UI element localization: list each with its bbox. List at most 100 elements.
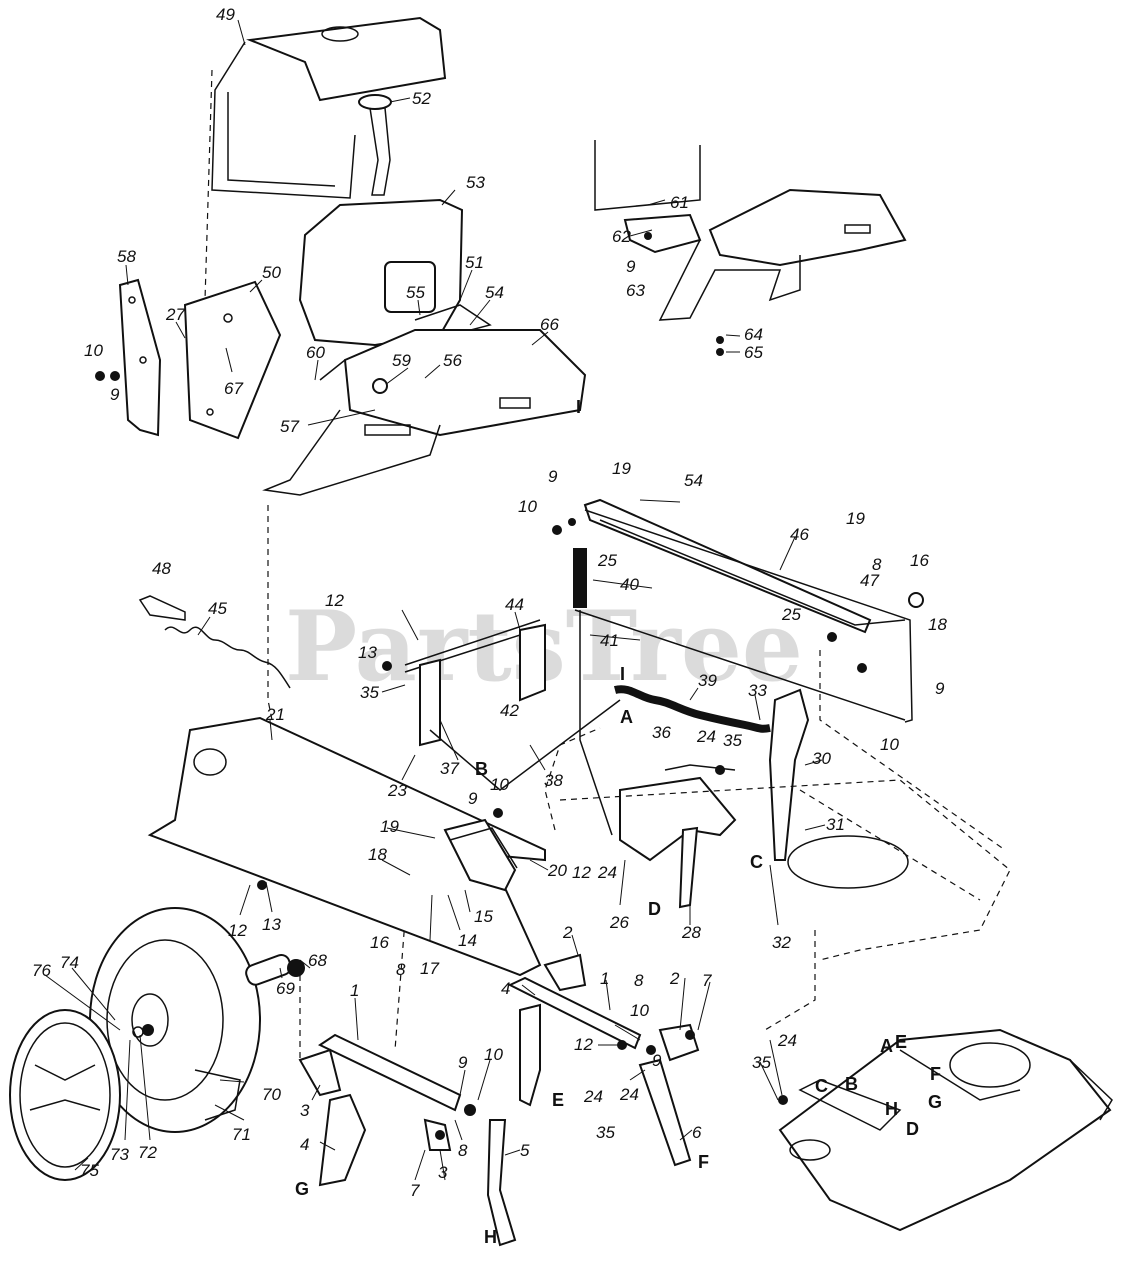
part-label: 5 bbox=[520, 1141, 530, 1160]
part-label: 17 bbox=[420, 959, 439, 978]
ref-letter-A: A bbox=[620, 707, 633, 727]
part-label: 41 bbox=[600, 631, 619, 650]
rear-wheel-assembly bbox=[9, 907, 261, 1181]
part-label: 64 bbox=[744, 325, 763, 344]
ref-letter-I-dash: I bbox=[576, 397, 581, 417]
lift-shaft-part-44 bbox=[404, 619, 621, 791]
part-label: 16 bbox=[370, 933, 389, 952]
part-label: 12 bbox=[574, 1035, 593, 1054]
part-label: 35 bbox=[596, 1123, 615, 1142]
dash-panel-part-66 bbox=[262, 329, 587, 496]
part-label: 36 bbox=[652, 723, 671, 742]
part-label: 12 bbox=[325, 591, 344, 610]
part-label: 4 bbox=[300, 1135, 309, 1154]
ref-letter-E-deck: E bbox=[895, 1032, 907, 1052]
part-label: 66 bbox=[540, 315, 559, 334]
part-label: 57 bbox=[280, 417, 299, 436]
part-label: 63 bbox=[626, 281, 645, 300]
ref-letter-H-deck: H bbox=[885, 1099, 898, 1119]
part-label: 38 bbox=[544, 771, 563, 790]
part-label: 18 bbox=[928, 615, 947, 634]
part-label: 71 bbox=[232, 1125, 251, 1144]
ref-letter-H: H bbox=[484, 1227, 497, 1247]
part-label: 45 bbox=[208, 599, 227, 618]
part-label: 20 bbox=[547, 861, 567, 880]
part-number-labels: 49 52 53 50 58 27 10 9 67 51 54 55 66 60… bbox=[32, 5, 947, 1200]
lift-plate-part-36 bbox=[619, 764, 737, 862]
part-label: 33 bbox=[748, 681, 767, 700]
part-label: 2 bbox=[562, 923, 573, 942]
part-label: 9 bbox=[548, 467, 558, 486]
ref-letter-E: E bbox=[552, 1090, 564, 1110]
part-label: 48 bbox=[152, 559, 171, 578]
part-label: 62 bbox=[612, 227, 631, 246]
part-label: 13 bbox=[358, 643, 377, 662]
part-label: 14 bbox=[458, 931, 477, 950]
leader-lines bbox=[44, 19, 826, 1181]
part-label: 53 bbox=[466, 173, 485, 192]
part-label: 25 bbox=[781, 605, 801, 624]
deck-outline bbox=[559, 779, 1011, 961]
spring-part-45 bbox=[138, 595, 291, 689]
part-label: 10 bbox=[484, 1045, 503, 1064]
hanger-bracket-part-54 bbox=[583, 498, 913, 723]
part-label: 56 bbox=[443, 351, 462, 370]
part-label: 8 bbox=[458, 1141, 468, 1160]
part-label: 8 bbox=[396, 960, 406, 979]
bracket-part-30 bbox=[768, 688, 810, 861]
part-label: 24 bbox=[619, 1085, 639, 1104]
part-label: 7 bbox=[702, 971, 712, 990]
part-label: 44 bbox=[505, 595, 524, 614]
part-label: 73 bbox=[110, 1145, 129, 1164]
part-label: 49 bbox=[216, 5, 235, 24]
part-label: 47 bbox=[860, 571, 879, 590]
steering-cover-part-49 bbox=[211, 16, 447, 199]
part-label: 52 bbox=[412, 89, 431, 108]
lift-arm-right-part-1 bbox=[486, 953, 700, 1247]
lift-bracket-part-46 bbox=[574, 519, 906, 721]
ref-letter-F: F bbox=[698, 1152, 709, 1172]
part-label: 19 bbox=[380, 817, 399, 836]
part-label: 13 bbox=[262, 915, 281, 934]
part-label: 10 bbox=[880, 735, 899, 754]
spring-part-39 bbox=[613, 685, 771, 733]
spacer-part-69 bbox=[245, 953, 305, 986]
part-label: 9 bbox=[110, 385, 120, 404]
part-label: 70 bbox=[262, 1085, 281, 1104]
part-label: 60 bbox=[306, 343, 325, 362]
part-label: 75 bbox=[80, 1161, 99, 1180]
part-label: 35 bbox=[360, 683, 379, 702]
sector-gear-part-20 bbox=[443, 818, 518, 892]
part-label: 68 bbox=[308, 951, 327, 970]
part-label: 35 bbox=[723, 731, 742, 750]
part-label: 65 bbox=[744, 343, 763, 362]
part-label: 40 bbox=[620, 575, 639, 594]
part-label: 6 bbox=[692, 1123, 702, 1142]
ref-letter-A-deck: A bbox=[880, 1036, 893, 1056]
part-label: 46 bbox=[790, 525, 809, 544]
part-label: 19 bbox=[612, 459, 631, 478]
ref-letter-B-deck: B bbox=[845, 1074, 858, 1094]
ref-letter-D: D bbox=[648, 899, 661, 919]
ref-letter-G-deck: G bbox=[928, 1092, 942, 1112]
part-label: 9 bbox=[458, 1053, 468, 1072]
part-label: 10 bbox=[84, 341, 103, 360]
part-label: 67 bbox=[224, 379, 243, 398]
part-label: 24 bbox=[583, 1087, 603, 1106]
part-label: 9 bbox=[652, 1051, 662, 1070]
part-label: 12 bbox=[572, 863, 591, 882]
side-panel-part-50 bbox=[183, 280, 282, 440]
part-label: 2 bbox=[669, 969, 680, 988]
part-label: 23 bbox=[387, 781, 407, 800]
part-label: 4 bbox=[501, 979, 510, 998]
ref-letter-C: C bbox=[750, 852, 763, 872]
part-label: 10 bbox=[518, 497, 537, 516]
part-label: 26 bbox=[609, 913, 629, 932]
part-label: 24 bbox=[777, 1031, 797, 1050]
part-label: 35 bbox=[752, 1053, 771, 1072]
part-label: 25 bbox=[597, 551, 617, 570]
part-label: 32 bbox=[772, 933, 791, 952]
link-part-28 bbox=[678, 826, 699, 909]
part-label: 54 bbox=[684, 471, 703, 490]
part-label: 58 bbox=[117, 247, 136, 266]
